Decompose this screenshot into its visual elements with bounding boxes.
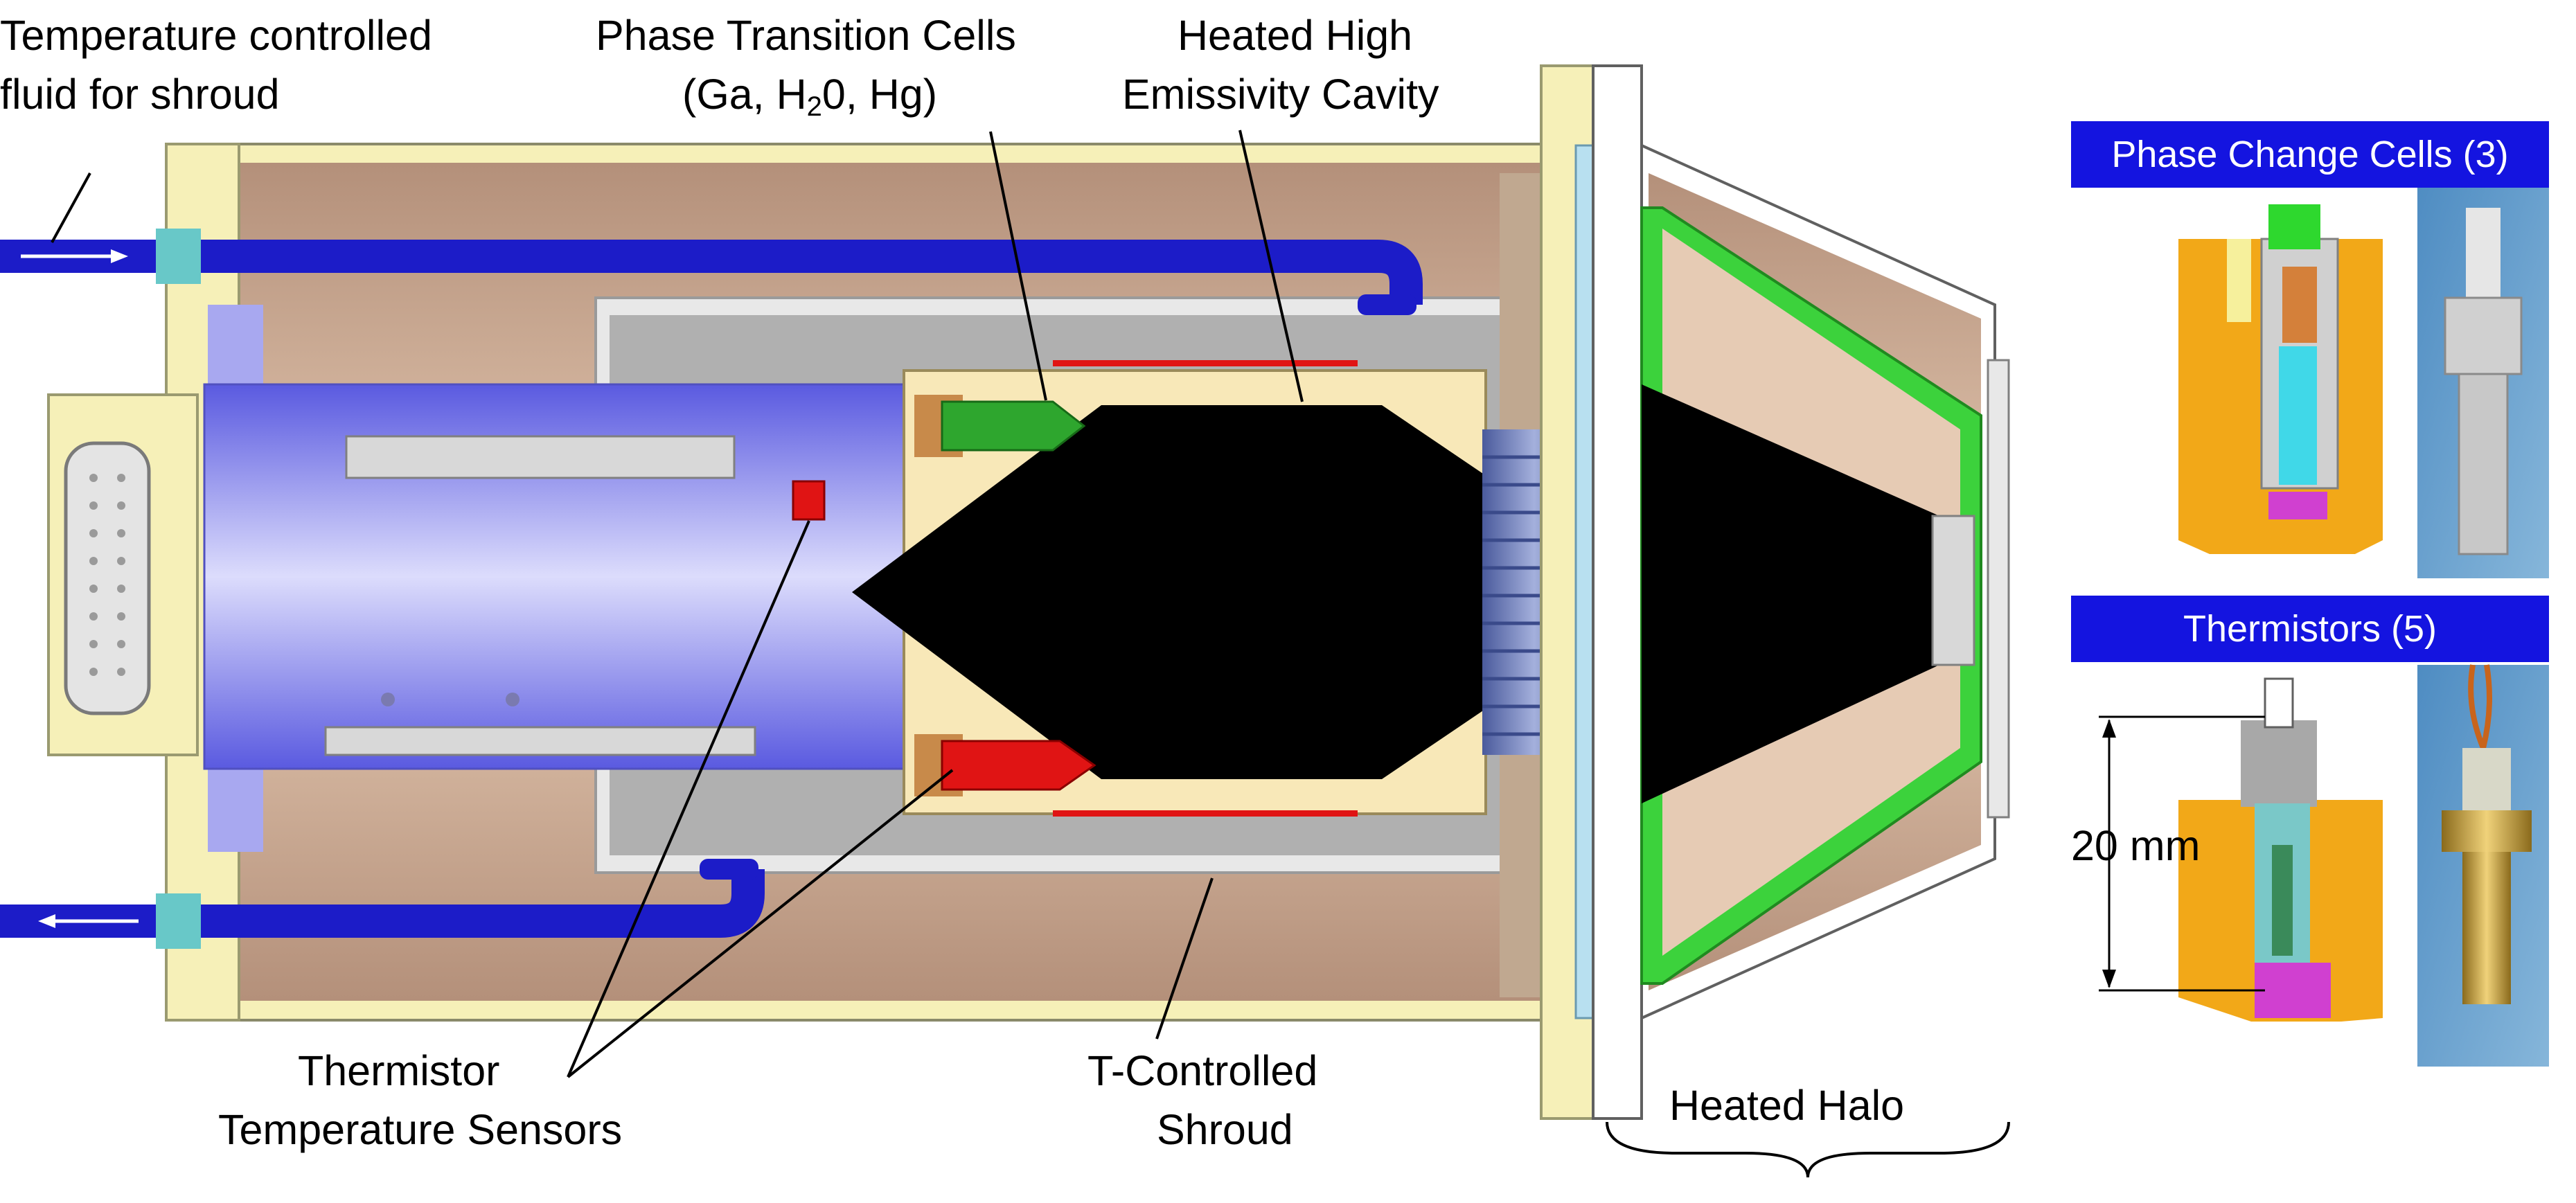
phase-cell-inset [2178,177,2549,578]
leader-lines [51,130,1304,1078]
halo-label: Heated Halo [1669,1082,1905,1129]
heater-top [1053,360,1358,366]
cavity-label-line1: Heated High [1178,12,1413,59]
thermistor-sensor-upper [792,480,826,521]
phase-label-line2: (Ga, H20, Hg) [682,71,938,122]
fluid-pipe-bottom [0,859,765,938]
pipe-fitting-bottom [156,893,201,949]
phase-label-line1: Phase Transition Cells [596,12,1016,59]
thermistors-banner: Thermistors (5) [2071,596,2549,662]
phase-transition-cell [914,395,1086,457]
halo-brace [1606,1121,2010,1178]
heated-halo [1640,143,2010,1021]
fluid-label-line2: fluid for shroud [0,71,280,118]
black-cavity [852,405,1489,779]
thermistor-label-line1: Thermistor [298,1047,500,1094]
thermistor-sensor-lower [914,734,1096,796]
thermistor-label-line2: Temperature Sensors [218,1106,623,1153]
fluid-pipe-top [0,240,1423,315]
lavender-body [203,305,905,852]
thermistor-inset [2099,664,2549,1067]
shroud-label-line2: Shroud [1157,1106,1293,1153]
dimension-label: 20 mm [2071,822,2201,869]
shroud-label-line1: T-Controlled [1087,1047,1318,1094]
cavity-label-line2: Emissivity Cavity [1122,71,1439,118]
fluid-label-line1: Temperature controlled [0,12,432,59]
halo-cavity [1642,384,1939,803]
connector-icon [64,441,151,715]
front-flange [1540,64,1643,1120]
heater-bottom [1053,810,1358,817]
pipe-fitting-top [156,229,201,284]
phase-change-banner: Phase Change Cells (3) [2071,121,2549,188]
